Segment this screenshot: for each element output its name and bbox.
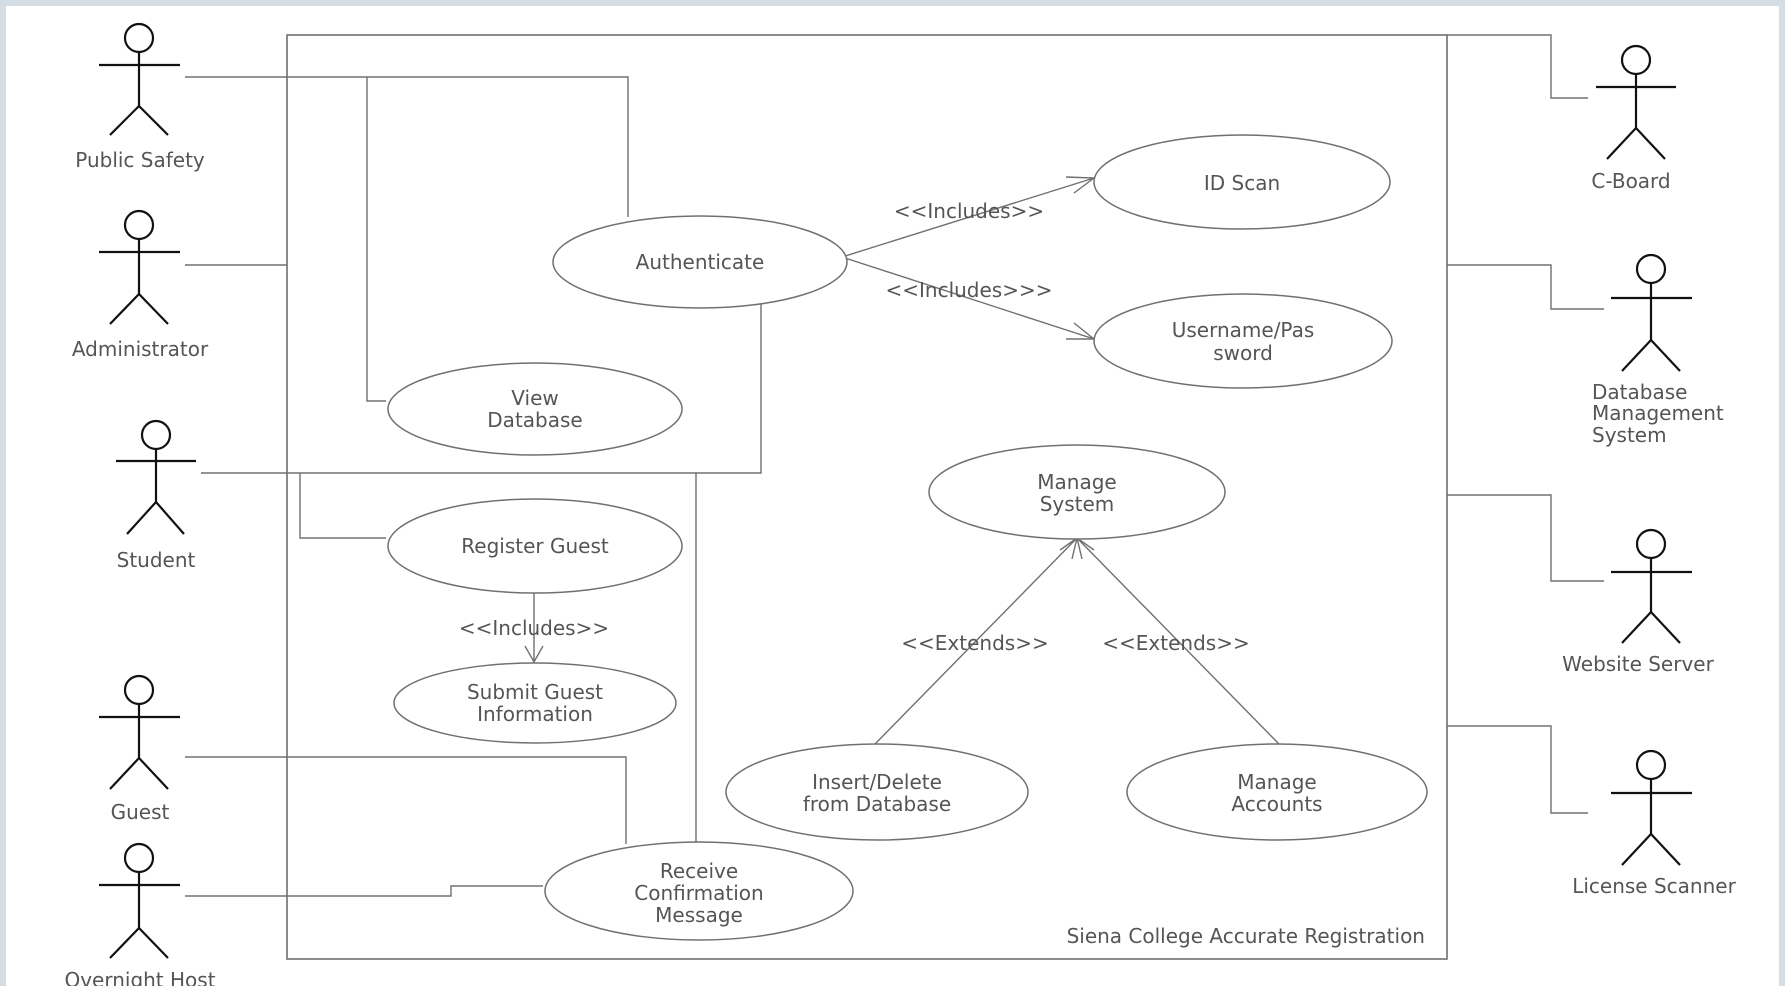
stick-figure-icon (116, 419, 196, 535)
actor-website-server[interactable]: Website Server (1562, 528, 1715, 676)
actor-license-scanner-label: License Scanner (1572, 874, 1736, 898)
assoc-license-scanner (1447, 725, 1588, 814)
use-case-receive-confirmation-label-3: Message (655, 903, 743, 927)
use-case-manage-system-label-1: Manage (1037, 470, 1116, 494)
actor-student[interactable]: Student (116, 419, 196, 572)
actor-public-safety-label: Public Safety (75, 148, 205, 172)
extend-manage-accounts-line (1076, 537, 1280, 745)
actor-guest[interactable]: Guest (99, 674, 180, 824)
actor-database-management-system[interactable]: Database Management System (1592, 253, 1724, 447)
association-lines-right (1447, 34, 1604, 814)
use-case-manage-accounts[interactable]: Manage Accounts (1126, 743, 1428, 841)
actor-dbms-label-2: Management (1592, 401, 1724, 425)
extend-insert-delete-line (874, 537, 1078, 745)
actor-c-board-label: C-Board (1591, 169, 1670, 193)
actor-public-safety[interactable]: Public Safety (75, 22, 205, 172)
use-case-manage-accounts-label-1: Manage (1237, 770, 1316, 794)
system-boundary (286, 34, 1448, 960)
assoc-dbms (1447, 264, 1604, 310)
use-case-view-database-label-1: View (511, 386, 558, 410)
actor-administrator-label: Administrator (72, 337, 209, 361)
use-case-username-password-label-2: sword (1213, 341, 1273, 365)
use-case-authenticate-label: Authenticate (636, 250, 765, 274)
assoc-website-server (1447, 494, 1604, 582)
include-id-scan-line (841, 177, 1095, 258)
assoc-c-board (1447, 34, 1588, 99)
use-case-insert-delete[interactable]: Insert/Delete from Database (725, 743, 1029, 841)
use-case-id-scan[interactable]: ID Scan (1093, 134, 1391, 230)
include-username-line (841, 256, 1095, 340)
use-case-manage-system-label-2: System (1040, 492, 1115, 516)
stick-figure-icon (1611, 749, 1692, 866)
use-case-view-database-label-2: Database (487, 408, 582, 432)
use-case-manage-system[interactable]: Manage System (928, 444, 1226, 540)
actor-c-board[interactable]: C-Board (1591, 44, 1676, 193)
use-case-insert-delete-label-1: Insert/Delete (812, 770, 942, 794)
stick-figure-icon (1611, 528, 1692, 644)
use-case-register-guest[interactable]: Register Guest (387, 498, 683, 594)
stick-figure-icon (99, 209, 180, 325)
stick-figure-icon (99, 842, 180, 959)
use-case-id-scan-label: ID Scan (1204, 171, 1280, 195)
use-case-submit-guest-information[interactable]: Submit Guest Information (393, 662, 677, 744)
use-case-submit-guest-label-1: Submit Guest (467, 680, 603, 704)
assoc-student-authenticate (201, 304, 762, 474)
use-case-authenticate[interactable]: Authenticate (552, 215, 848, 309)
use-case-submit-guest-label-2: Information (477, 702, 593, 726)
use-case-receive-confirmation[interactable]: Receive Confirmation Message (544, 841, 854, 941)
label-extend-manage-accounts: <<Extends>> (1102, 631, 1249, 655)
label-include-username: <<Includes>>> (885, 278, 1052, 302)
stick-figure-icon (99, 674, 180, 790)
use-case-view-database[interactable]: View Database (387, 362, 683, 456)
use-case-username-password-label-1: Username/Pas (1172, 318, 1315, 342)
actor-dbms-label-1: Database (1592, 380, 1687, 404)
include-submit-arrowhead (524, 645, 544, 664)
use-case-diagram: Siena College Accurate Registration (64, 22, 1737, 986)
assoc-guest-receive-confirmation (185, 756, 627, 844)
actor-administrator[interactable]: Administrator (72, 209, 209, 361)
association-lines-left (185, 76, 762, 897)
relationship-labels: <<Includes>> <<Includes>>> <<Includes>> … (459, 199, 1250, 655)
actor-overnight-host[interactable]: Overnight Host (64, 842, 216, 986)
stick-figure-icon (1596, 44, 1676, 160)
stick-figure-icon (99, 22, 180, 136)
diagram-canvas: Siena College Accurate Registration (6, 6, 1779, 986)
use-case-receive-confirmation-label-1: Receive (660, 859, 738, 883)
actor-student-label: Student (117, 548, 196, 572)
actor-website-server-label: Website Server (1562, 652, 1714, 676)
actor-guest-label: Guest (111, 800, 170, 824)
system-name: Siena College Accurate Registration (1067, 924, 1425, 948)
use-case-insert-delete-label-2: from Database (803, 792, 951, 816)
assoc-student-register-guest (299, 473, 386, 539)
use-case-register-guest-label: Register Guest (461, 534, 609, 558)
use-case-username-password[interactable]: Username/Pas sword (1093, 293, 1393, 389)
assoc-public-safety-view-database (366, 77, 386, 402)
actor-dbms-label-3: System (1592, 423, 1667, 447)
label-extend-insert-delete: <<Extends>> (901, 631, 1048, 655)
use-case-manage-accounts-label-2: Accounts (1231, 792, 1322, 816)
label-include-id-scan: <<Includes>> (894, 199, 1044, 223)
stick-figure-icon (1611, 253, 1692, 372)
use-case-receive-confirmation-label-2: Confirmation (634, 881, 763, 905)
label-include-submit: <<Includes>> (459, 616, 609, 640)
actor-overnight-host-label: Overnight Host (64, 968, 215, 986)
assoc-overnight-host-receive-confirmation (185, 885, 543, 897)
assoc-public-safety-authenticate (185, 76, 629, 217)
actor-license-scanner[interactable]: License Scanner (1572, 749, 1737, 898)
